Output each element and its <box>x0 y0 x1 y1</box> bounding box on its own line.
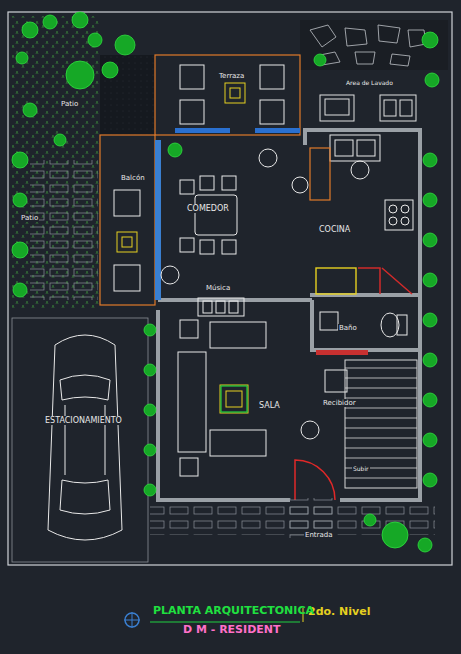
room-label: ESTACIONAMIENTO <box>44 416 123 425</box>
plant-symbol <box>423 353 437 367</box>
plant-symbol <box>423 393 437 407</box>
plant-symbol <box>13 283 27 297</box>
plant-symbol <box>22 22 38 38</box>
stair-step <box>345 428 417 429</box>
stair-step <box>345 408 417 409</box>
plant-symbol <box>168 143 182 157</box>
room-label: Música <box>205 284 231 292</box>
room-label: Terraza <box>218 72 245 80</box>
drawing-title: PLANTA ARQUITECTONICA <box>152 605 315 618</box>
room-label: SALA <box>258 401 281 410</box>
room-label: Entrada <box>304 531 334 539</box>
project-name: D M - RESIDENT <box>182 624 282 637</box>
plant-symbol <box>364 514 376 526</box>
plant-symbol <box>314 54 326 66</box>
room-label: Recibidor <box>322 399 357 407</box>
stair-step <box>345 388 417 389</box>
plant-symbol <box>12 242 28 258</box>
stair-step <box>345 478 417 479</box>
plant-symbol <box>23 103 37 117</box>
room-label: Patio <box>60 100 79 108</box>
stair-step <box>345 418 417 419</box>
stair-step <box>345 448 417 449</box>
stair-step <box>345 368 417 369</box>
stair-step <box>345 438 417 439</box>
room-label: Balcón <box>120 174 146 182</box>
plant-symbol <box>423 433 437 447</box>
plant-symbol <box>144 404 156 416</box>
plant-symbol <box>54 134 66 146</box>
stair-step <box>345 378 417 379</box>
plant-symbol <box>144 484 156 496</box>
stair-step <box>345 458 417 459</box>
plant-symbol <box>102 62 118 78</box>
plant-symbol <box>115 35 135 55</box>
plant-symbol <box>423 153 437 167</box>
plant-symbol <box>423 473 437 487</box>
plant-symbol <box>418 538 432 552</box>
plant-symbol <box>72 12 88 28</box>
room-label: Subir <box>352 466 370 473</box>
room-label: COMEDOR <box>186 204 230 213</box>
room-label: COCINA <box>318 225 351 234</box>
plant-symbol <box>16 52 28 64</box>
room-label: Baño <box>338 324 358 332</box>
plant-symbol <box>144 364 156 376</box>
plant-symbol <box>423 273 437 287</box>
plant-symbol <box>423 233 437 247</box>
plant-symbol <box>88 33 102 47</box>
plant-symbol <box>423 313 437 327</box>
plant-symbol <box>144 324 156 336</box>
plant-symbol <box>43 15 57 29</box>
plant-symbol <box>425 73 439 87</box>
plant-symbol <box>144 444 156 456</box>
plant-symbol <box>422 32 438 48</box>
plant-symbol <box>12 152 28 168</box>
room-label: Patio <box>20 214 39 222</box>
plant-symbol <box>13 193 27 207</box>
room-label: Area de Lavado <box>345 80 394 87</box>
plant-symbol <box>66 61 94 89</box>
plant-symbol <box>382 522 408 548</box>
level-label: 2do. Nivel <box>307 606 371 619</box>
plant-symbol <box>423 193 437 207</box>
